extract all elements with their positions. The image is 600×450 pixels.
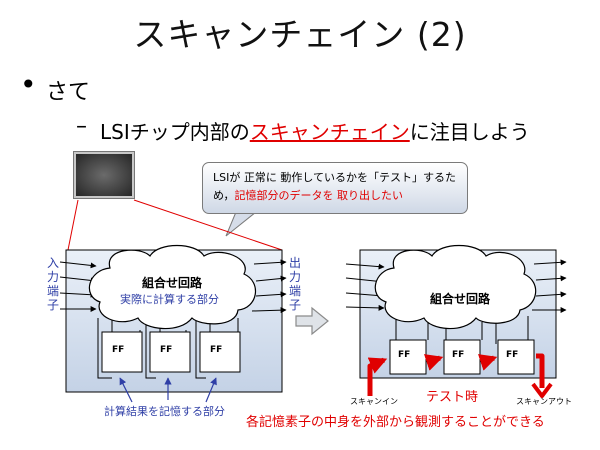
sub-bullet-highlight: スキャンチェイン bbox=[249, 120, 410, 144]
output-label-char: 子 bbox=[288, 298, 301, 312]
left-ff-1 bbox=[101, 331, 143, 373]
right-ff-1 bbox=[389, 339, 427, 375]
scan-out-arrowhead bbox=[531, 382, 553, 398]
right-circuit-diagram bbox=[345, 245, 567, 398]
ff-wire bbox=[395, 316, 529, 344]
callout-line-2-red: 記憶部分のデータを 取り出したい bbox=[234, 189, 403, 202]
input-arrow bbox=[345, 263, 385, 270]
output-arrow bbox=[255, 275, 287, 282]
callout-line-2: め，記憶部分のデータを 取り出したい bbox=[213, 187, 457, 205]
right-ff-3-label: FF bbox=[506, 350, 519, 360]
bullet-marker: • bbox=[20, 68, 37, 101]
input-label-char: 力 bbox=[46, 270, 59, 284]
scan-out-label: スキャンアウト bbox=[516, 397, 572, 406]
bottom-note: 各記憶素子の中身を外部から観測することができる bbox=[246, 415, 545, 430]
transition-arrow bbox=[295, 306, 329, 336]
output-arrow bbox=[535, 291, 567, 298]
right-combinational-cloud bbox=[374, 245, 537, 330]
scan-out-path bbox=[536, 353, 545, 388]
output-arrow bbox=[535, 275, 567, 282]
callout-line-2-plain: め， bbox=[213, 189, 235, 202]
left-ff-2 bbox=[149, 331, 191, 373]
right-ff-1-label: FF bbox=[398, 350, 411, 360]
left-cloud-subtitle: 実際に計算する部分 bbox=[120, 293, 219, 306]
lsi-chip-image bbox=[74, 152, 134, 198]
bullet-text: さて bbox=[46, 80, 91, 105]
output-label-char: 端 bbox=[288, 284, 301, 298]
sub-bullet-after: に注目しよう bbox=[409, 120, 530, 144]
right-cloud-title: 組合せ回路 bbox=[430, 292, 491, 306]
left-ff-2-label: FF bbox=[160, 345, 173, 355]
test-mode-label: テスト時 bbox=[426, 390, 479, 405]
left-cloud-title: 組合せ回路 bbox=[142, 276, 203, 290]
output-arrow bbox=[251, 307, 287, 314]
right-ff-2-label: FF bbox=[452, 350, 465, 360]
sub-bullet-dash: – bbox=[76, 114, 87, 139]
input-arrow bbox=[59, 291, 97, 298]
input-arrow bbox=[59, 261, 97, 269]
output-arrow bbox=[253, 259, 287, 266]
callout-line-1: LSIが 正常に 動作しているかを「テスト」するた bbox=[213, 171, 457, 184]
left-ff-1-label: FF bbox=[112, 345, 125, 355]
left-circuit-diagram bbox=[59, 245, 287, 403]
left-ff-3-label: FF bbox=[210, 345, 223, 355]
slide-title: スキャンチェイン (2) bbox=[133, 15, 467, 54]
memory-arrow bbox=[205, 377, 217, 403]
input-label-char: 子 bbox=[46, 298, 59, 312]
right-ff-2 bbox=[443, 339, 481, 375]
memory-arrow bbox=[119, 377, 133, 403]
scan-in-label: スキャンイン bbox=[350, 397, 398, 406]
sub-bullet-text: LSIチップ内部のスキャンチェインに注目しよう bbox=[100, 116, 530, 145]
output-label-char: 力 bbox=[288, 270, 301, 284]
scan-in-path bbox=[367, 357, 388, 396]
scan-chain-link bbox=[477, 354, 498, 371]
left-combinational-cloud bbox=[88, 245, 257, 330]
output-terminal-label: 出 力 端 子 bbox=[288, 256, 302, 312]
input-arrow bbox=[59, 276, 97, 284]
output-arrow bbox=[255, 291, 287, 298]
scan-chain-link bbox=[423, 354, 444, 371]
output-label-char: 出 bbox=[288, 256, 301, 270]
input-terminal-label: 入 力 端 子 bbox=[46, 256, 60, 312]
left-ff-3 bbox=[199, 331, 241, 373]
input-label-char: 入 bbox=[46, 256, 59, 270]
input-arrow bbox=[345, 304, 385, 311]
callout-bubble: LSIが 正常に 動作しているかを「テスト」するた め，記憶部分のデータを 取り… bbox=[202, 162, 468, 214]
zoom-line-left bbox=[67, 199, 79, 251]
memory-caption: 計算結果を記憶する部分 bbox=[104, 405, 225, 418]
right-ff-3 bbox=[497, 339, 535, 375]
output-arrow bbox=[533, 259, 567, 266]
sub-bullet-before: LSIチップ内部の bbox=[100, 120, 250, 144]
input-label-char: 端 bbox=[46, 284, 59, 298]
zoom-line-right bbox=[133, 199, 283, 251]
